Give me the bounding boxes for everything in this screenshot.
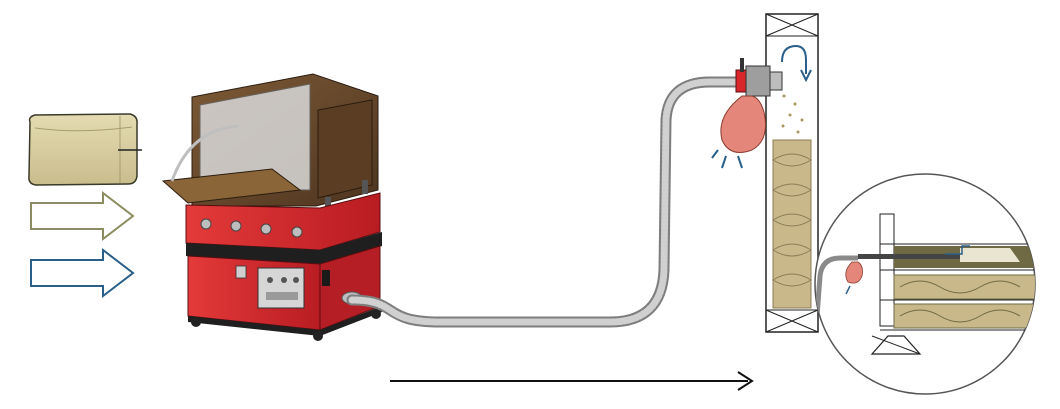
- detail-circle: [814, 173, 1036, 395]
- injection-nozzle: [711, 58, 783, 169]
- delivery-hose: [346, 76, 742, 328]
- process-arrow: [390, 371, 754, 391]
- arrow-outline-blue: [30, 247, 135, 299]
- wall-cavity: [765, 13, 819, 333]
- blowing-machine: [161, 73, 382, 341]
- insulation-bale: [28, 113, 142, 186]
- arrow-outline-olive: [30, 190, 135, 242]
